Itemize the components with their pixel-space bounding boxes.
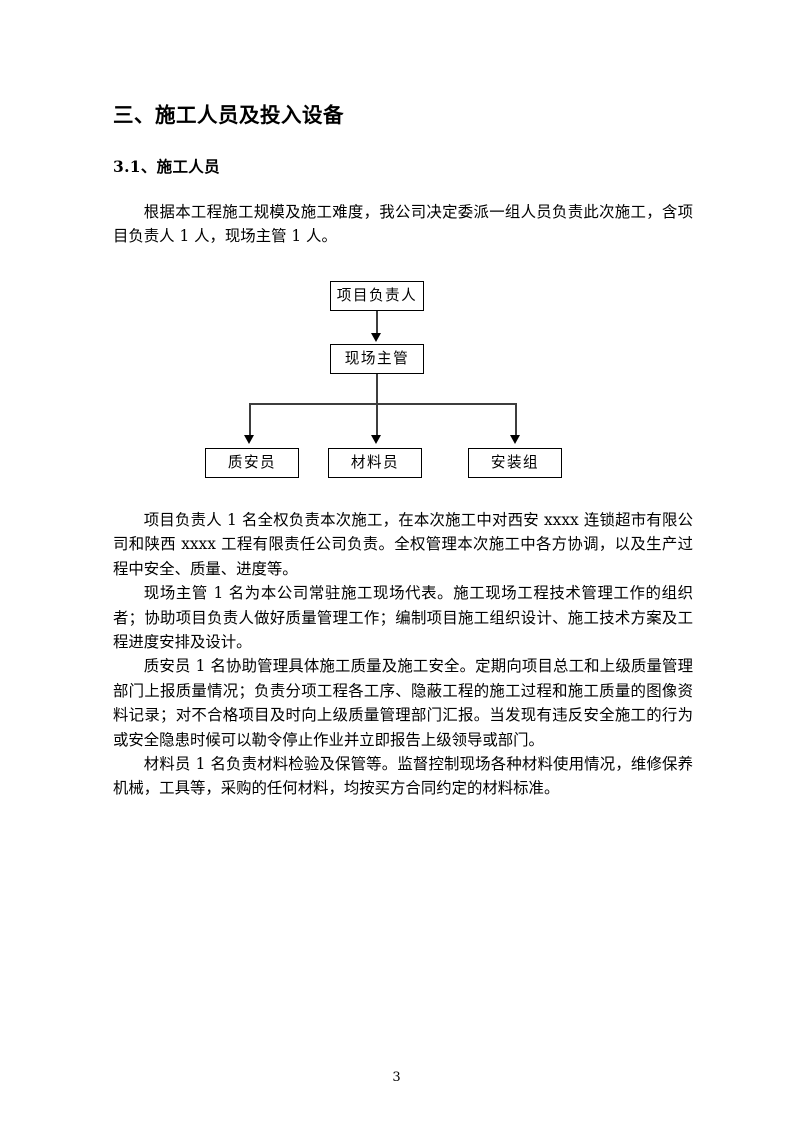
arrow-head-icon-child-a: [244, 435, 255, 444]
org-node-installation-team: 安装组: [468, 448, 562, 478]
connector-second-to-bus: [376, 374, 378, 404]
connector-horizontal-bus: [249, 403, 516, 405]
org-node-quality-safety-officer: 质安员: [205, 448, 299, 478]
arrow-head-icon-child-c: [510, 435, 521, 444]
paragraph-site-supervisor: 现场主管 1 名为本公司常驻施工现场代表。施工现场工程技术管理工作的组织者；协助…: [113, 584, 693, 652]
paragraph-intro: 根据本工程施工规模及施工难度，我公司决定委派一组人员负责此次施工，含项目负责人 …: [113, 203, 693, 246]
arrow-head-icon-child-b: [371, 435, 382, 444]
section-heading: 三、施工人员及投入设备: [113, 103, 344, 127]
connector-bus-to-child-c: [515, 403, 517, 439]
connector-bus-to-child-a: [249, 403, 251, 439]
org-node-site-supervisor: 现场主管: [330, 344, 424, 374]
connector-bus-to-child-b: [376, 403, 378, 439]
paragraph-quality-safety: 质安员 1 名协助管理具体施工质量及施工安全。定期向项目总工和上级质量管理部门上…: [113, 657, 693, 749]
org-node-material-officer: 材料员: [328, 448, 422, 478]
paragraph-material-officer: 材料员 1 名负责材料检验及保管等。监督控制现场各种材料使用情况，维修保养机械，…: [113, 755, 693, 798]
connector-top-to-second: [376, 311, 378, 335]
page-number: 3: [392, 1070, 401, 1085]
org-node-project-manager: 项目负责人: [330, 281, 424, 311]
paragraph-project-manager: 项目负责人 1 名全权负责本次施工，在本次施工中对西安 xxxx 连锁超市有限公…: [113, 511, 693, 578]
arrow-head-icon-second: [371, 333, 382, 342]
subsection-heading: 3.1、施工人员: [113, 157, 220, 176]
body-paragraph-group: 项目负责人 1 名全权负责本次施工，在本次施工中对西安 xxxx 连锁超市有限公…: [113, 508, 693, 801]
org-chart: 项目负责人 现场主管 质安员 材料员 安装组: [113, 272, 693, 492]
